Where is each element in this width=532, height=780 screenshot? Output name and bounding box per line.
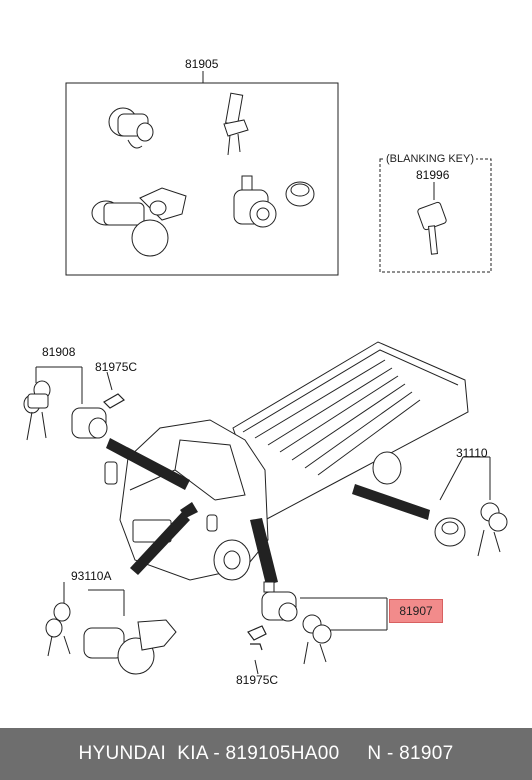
bottom-bracket-icon bbox=[247, 625, 267, 651]
fuel-cap-icon bbox=[285, 181, 315, 207]
bottom-left-keys-icon bbox=[45, 602, 71, 657]
label-81905: 81905 bbox=[185, 57, 219, 71]
highlighted-part-label: 81907 bbox=[389, 599, 443, 623]
highlighted-keys-icon bbox=[302, 614, 332, 665]
label-81908: 81908 bbox=[42, 345, 76, 359]
left-bracket-icon bbox=[103, 393, 125, 409]
ignition-switch-icon bbox=[91, 187, 187, 257]
label-31110: 31110 bbox=[456, 446, 488, 460]
label-81975c-bottom: 81975C bbox=[236, 673, 279, 687]
label-81975c-top: 81975C bbox=[95, 360, 138, 374]
parts-diagram bbox=[23, 71, 508, 675]
footer-text: HYUNDAI KIA - 819105HA00 N - 81907 bbox=[78, 743, 454, 764]
blanking-key-icon bbox=[417, 201, 447, 255]
key-set-icon bbox=[223, 92, 249, 156]
top-group-box bbox=[65, 82, 339, 276]
lock-cylinder-icon bbox=[108, 107, 154, 149]
truck-illustration bbox=[104, 341, 469, 581]
footer-bar: HYUNDAI KIA - 819105HA00 N - 81907 bbox=[0, 728, 532, 780]
highlighted-lock-icon bbox=[261, 581, 298, 622]
blanking-key-title: (BLANKING KEY) bbox=[384, 153, 477, 165]
pointer-arrows bbox=[106, 438, 430, 585]
right-cap-icon bbox=[434, 517, 466, 547]
left-key-pair-icon bbox=[23, 380, 51, 441]
right-keys-icon bbox=[477, 502, 508, 557]
left-lock-icon bbox=[71, 407, 108, 439]
label-81996: 81996 bbox=[416, 168, 450, 182]
bottom-left-switch-icon bbox=[83, 619, 177, 675]
label-93110a: 93110A bbox=[71, 569, 112, 583]
door-lock-icon bbox=[233, 175, 277, 228]
